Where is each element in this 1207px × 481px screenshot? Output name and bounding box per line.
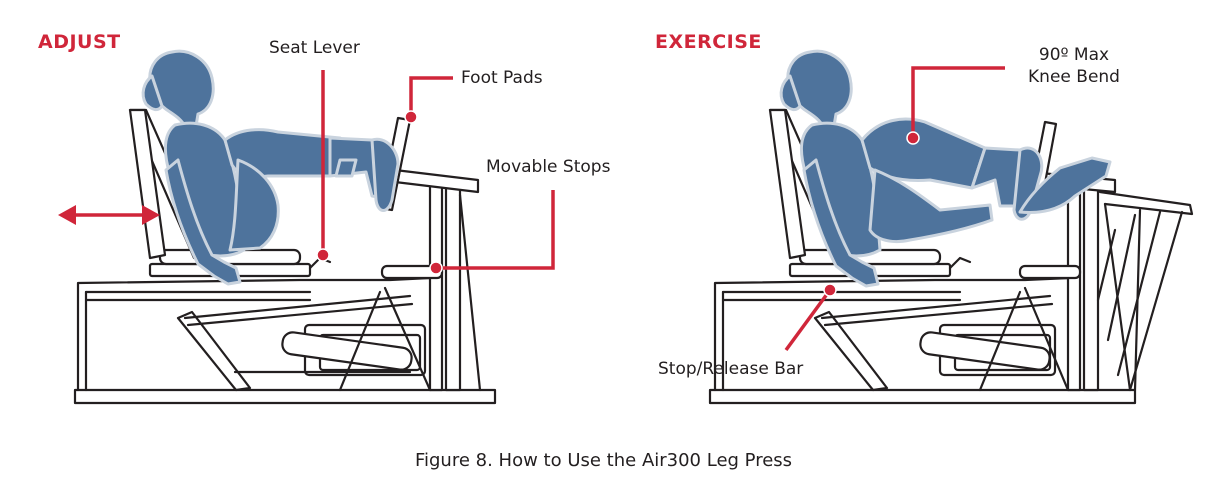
knee-bend-label: 90º Max Knee Bend [1018, 45, 1130, 89]
foot-pads-leader [409, 76, 453, 115]
exercise-callouts [784, 66, 1005, 352]
exercise-markers [823, 131, 920, 297]
knee-bend-leader [911, 66, 1005, 137]
movable-stops-leader [436, 190, 555, 270]
red-dot-icon [823, 283, 837, 297]
movable-stops-label: Movable Stops [486, 157, 611, 177]
adjust-callouts [70, 70, 555, 270]
knee-bend-label-line1: 90º Max [1038, 45, 1110, 65]
figure-caption-label: Figure 8. [414, 450, 493, 471]
adjust-person-figure [141, 49, 400, 286]
red-dot-icon [429, 261, 443, 275]
double-headed-arrow-icon [58, 205, 76, 225]
exercise-title: EXERCISE [655, 31, 762, 53]
figure-caption-text: How to Use the Air300 Leg Press [498, 450, 793, 471]
red-dot-icon [906, 131, 920, 145]
seat-lever-label: Seat Lever [269, 38, 360, 58]
red-dot-icon [404, 110, 418, 124]
double-headed-arrow-icon [142, 205, 160, 225]
adjust-title: ADJUST [38, 31, 121, 53]
stop-release-bar-leader [784, 288, 832, 352]
exercise-person-figure [779, 49, 1112, 288]
knee-bend-label-line2: Knee Bend [1028, 66, 1120, 87]
adjust-markers [316, 110, 443, 275]
red-dot-icon [316, 248, 330, 262]
figure-caption: Figure 8. How to Use the Air300 Leg Pres… [0, 452, 1207, 470]
stop-release-bar-label: Stop/Release Bar [658, 359, 804, 379]
adjust-arrow [58, 205, 160, 225]
foot-pads-label: Foot Pads [461, 68, 543, 88]
